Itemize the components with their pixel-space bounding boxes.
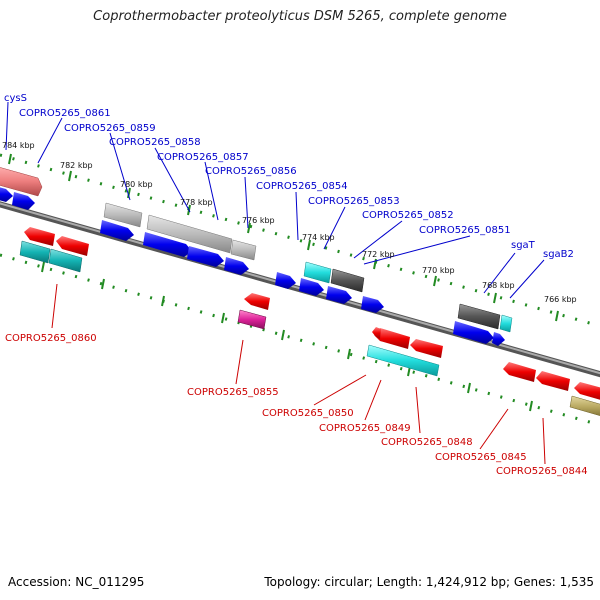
gene-blue-2[interactable] [12,192,35,210]
gene-olive[interactable] [569,395,600,418]
gene-red-2[interactable] [56,236,89,256]
gene-label-0859[interactable]: COPRO5265_0859 [64,123,156,134]
gene-0860b[interactable] [48,248,83,273]
forward-gene-labels: cysS COPRO5265_0861 COPRO5265_0859 COPRO… [4,93,574,260]
gene-0860[interactable] [19,240,51,264]
gene-blue-4[interactable] [143,232,192,257]
gene-label-0860[interactable]: COPRO5265_0860 [5,333,97,344]
gene-label-0861[interactable]: COPRO5265_0861 [19,108,111,119]
gene-label-0856[interactable]: COPRO5265_0856 [205,166,297,177]
gene-label-0858[interactable]: COPRO5265_0858 [109,137,201,148]
gene-0853[interactable] [330,268,365,293]
gene-0858[interactable] [146,214,233,254]
reverse-leader-lines [51,283,546,465]
gene-label-0853[interactable]: COPRO5265_0853 [308,196,400,207]
scale-label-776: 776 kbp [242,216,275,225]
gene-label-0844[interactable]: COPRO5265_0844 [496,466,588,477]
map-title: Coprothermobacter proteolyticus DSM 5265… [93,9,507,24]
gene-blue-3[interactable] [100,220,134,241]
scale-label-772: 772 kbp [362,250,395,259]
footer-accession: Accession: NC_011295 [8,575,145,589]
gene-red-3[interactable] [374,328,410,349]
gene-label-0848[interactable]: COPRO5265_0848 [381,437,473,448]
scale-label-770: 770 kbp [422,266,455,275]
gene-sgaB2[interactable] [499,314,513,333]
gene-red-6[interactable] [536,371,570,391]
scale-label-780: 780 kbp [120,180,153,189]
gene-0859[interactable] [103,202,143,228]
gene-0857[interactable] [230,239,257,261]
upper-scale-ticks [8,153,559,322]
gene-label-sgaB2[interactable]: sgaB2 [543,249,574,260]
gene-label-0852[interactable]: COPRO5265_0852 [362,210,454,221]
scale-label-768: 768 kbp [482,281,515,290]
gene-0854[interactable] [303,261,332,284]
gene-red-1[interactable] [24,227,55,246]
gene-label-0857[interactable]: COPRO5265_0857 [157,152,249,163]
scale-labels: 784 kbp 782 kbp 780 kbp 778 kbp 776 kbp … [2,141,577,304]
gene-label-cysS[interactable]: cysS [4,93,27,104]
gene-blue-12[interactable] [492,332,505,346]
scale-label-766: 766 kbp [544,295,577,304]
gene-blue-1[interactable] [0,186,13,202]
gene-features [0,166,600,418]
gene-magenta[interactable] [237,309,267,330]
gene-blue-10[interactable] [361,296,384,313]
gene-red-4[interactable] [410,339,443,358]
upper-scale-track [0,153,600,328]
gene-blue-8[interactable] [299,278,324,296]
gene-label-0849[interactable]: COPRO5265_0849 [319,423,411,434]
scale-label-774: 774 kbp [302,233,335,242]
gene-red-7[interactable] [574,382,600,402]
scale-label-782: 782 kbp [60,161,93,170]
gene-blue-9[interactable] [326,286,352,304]
gene-blue-6[interactable] [224,257,249,275]
gene-label-sgaT[interactable]: sgaT [511,240,536,251]
gene-blue-11[interactable] [453,321,494,344]
reverse-gene-labels: COPRO5265_0860 COPRO5265_0855 COPRO5265_… [5,333,588,477]
gene-blue-5[interactable] [187,246,224,267]
scale-label-778: 778 kbp [180,198,213,207]
gene-label-0854[interactable]: COPRO5265_0854 [256,181,348,192]
gene-red-small[interactable] [372,327,381,339]
footer-summary: Topology: circular; Length: 1,424,912 bp… [264,575,594,589]
gene-label-0855[interactable]: COPRO5265_0855 [187,387,279,398]
gene-label-0851[interactable]: COPRO5265_0851 [419,225,511,236]
scale-label-784: 784 kbp [2,141,35,150]
forward-leader-lines [5,101,545,299]
gene-blue-7[interactable] [275,272,296,289]
gene-0849[interactable] [366,344,440,377]
gene-label-0845[interactable]: COPRO5265_0845 [435,452,527,463]
gene-sgaT[interactable] [457,303,501,330]
gene-label-0850[interactable]: COPRO5265_0850 [262,408,354,419]
gene-cysS[interactable] [0,166,43,197]
gene-red-5[interactable] [503,362,536,382]
gene-red-0855[interactable] [244,293,270,310]
